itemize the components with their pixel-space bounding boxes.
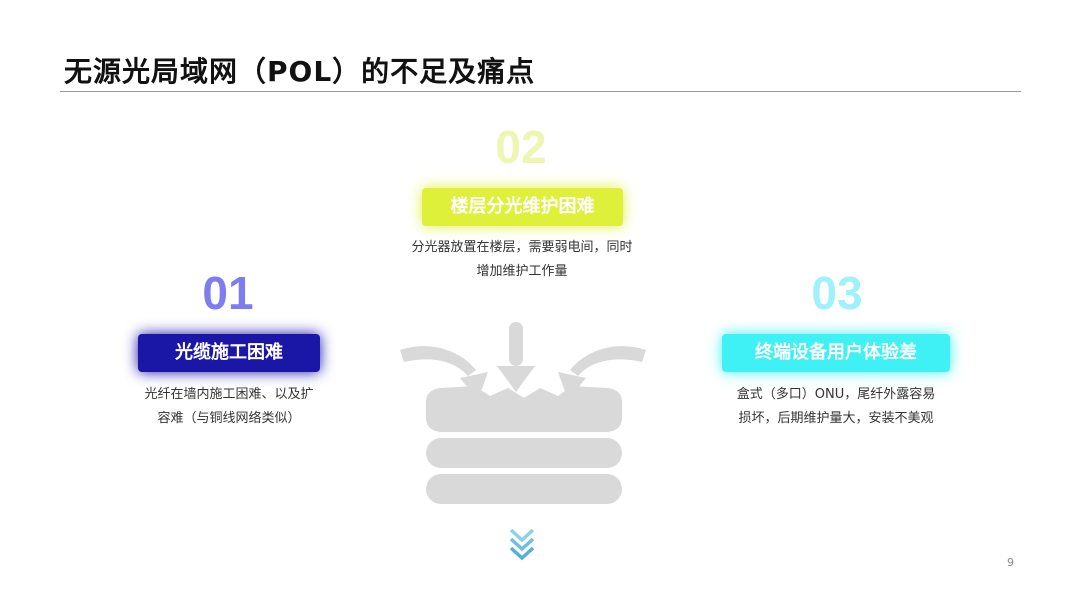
item-2-desc-line-2: 增加维护工作量 bbox=[476, 264, 568, 279]
item-2-badge: 楼层分光维护困难 bbox=[422, 188, 623, 226]
item-1-number: 01 bbox=[202, 267, 254, 319]
item-1-desc-line-2: 容难（与铜线网络类似） bbox=[157, 411, 301, 426]
item-1-desc-line-1: 光纤在墙内施工困难、以及扩 bbox=[144, 387, 314, 402]
item-2-number: 02 bbox=[495, 121, 547, 173]
item-2-description: 分光器放置在楼层，需要弱电间，同时 增加维护工作量 bbox=[392, 236, 652, 284]
item-1-description: 光纤在墙内施工困难、以及扩 容难（与铜线网络类似） bbox=[119, 383, 339, 431]
item-1-badge: 光缆施工困难 bbox=[138, 334, 320, 372]
item-3-desc-line-2: 损坏，后期维护量大，安装不美观 bbox=[738, 411, 934, 426]
converging-arrows-database-icon bbox=[400, 322, 646, 504]
item-2-desc-line-1: 分光器放置在楼层，需要弱电间，同时 bbox=[411, 240, 633, 255]
title-divider bbox=[60, 91, 1021, 92]
item-3-number: 03 bbox=[811, 267, 863, 319]
item-3-description: 盒式（多口）ONU，尾纤外露容易 损坏，后期维护量大，安装不美观 bbox=[711, 383, 961, 431]
slide-title: 无源光局域网（POL）的不足及痛点 bbox=[64, 55, 536, 88]
item-3-badge: 终端设备用户体验差 bbox=[722, 334, 950, 372]
double-chevron-down-icon bbox=[509, 528, 535, 561]
item-3-desc-line-1: 盒式（多口）ONU，尾纤外露容易 bbox=[736, 387, 936, 402]
page-number: 9 bbox=[1007, 556, 1014, 569]
